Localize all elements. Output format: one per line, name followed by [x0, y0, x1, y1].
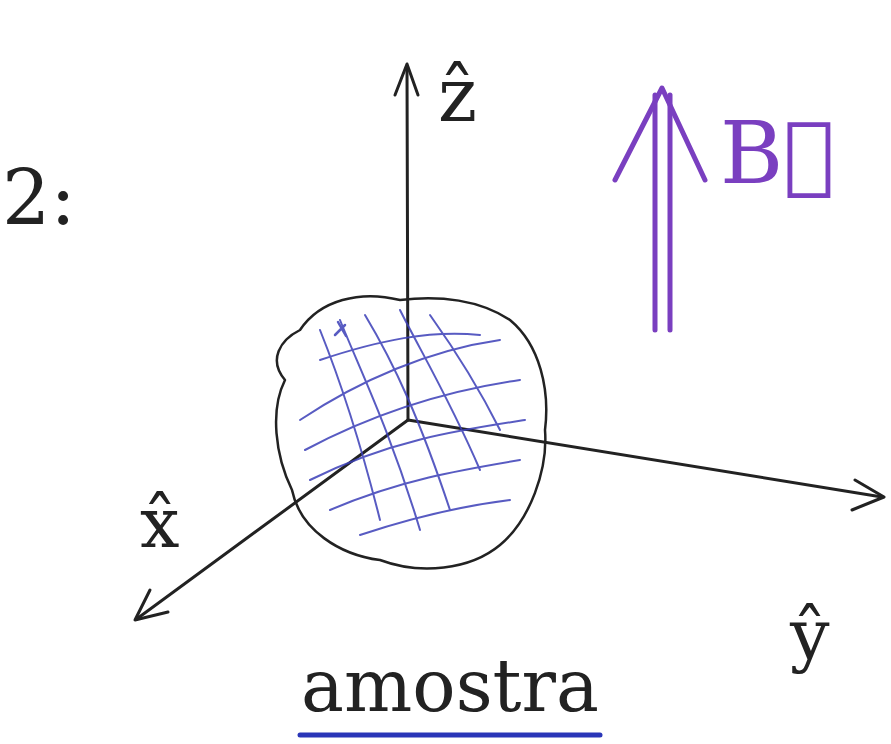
x-axis [138, 420, 408, 618]
y-axis [408, 420, 882, 497]
cropped-note: 2: [2, 160, 76, 236]
sample-label: amostra [301, 650, 599, 722]
axis-label: ẑ [438, 58, 477, 132]
sample-outline [276, 296, 546, 568]
field-label: B⃗ [720, 110, 835, 196]
x-arrowhead [135, 590, 168, 620]
z-axis [407, 68, 408, 420]
axis-label: ŷ [790, 600, 830, 670]
z-arrowhead [395, 64, 418, 95]
sample-hatching [300, 310, 525, 535]
field-arrow [615, 88, 705, 330]
y-arrowhead [852, 480, 884, 510]
underline [300, 733, 600, 738]
axis-label: x̂ [140, 488, 179, 558]
